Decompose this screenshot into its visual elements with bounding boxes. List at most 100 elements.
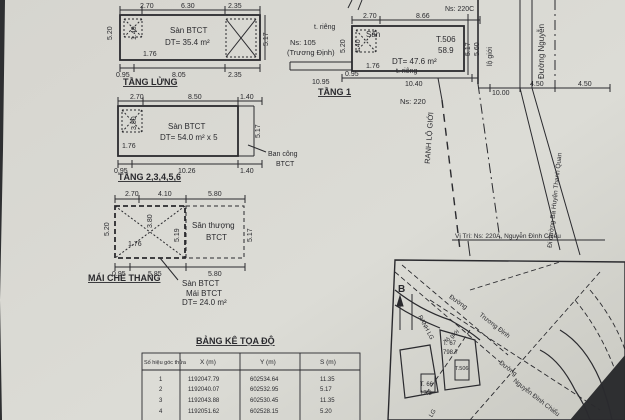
f1-lot-number: T.506	[436, 35, 456, 44]
f1-road-dim-2: 4.50	[530, 81, 544, 88]
table-row-4-y: 602528.15	[250, 409, 279, 415]
roof-dim-right-2: 5.17	[247, 228, 254, 242]
f1-street-label: Đường Nguyễn	[537, 24, 546, 79]
table-row-4-id: 4	[159, 409, 163, 415]
typ-room-area: DT= 54.0 m² x 5	[160, 133, 218, 142]
roof-dim-top-2: 4.10	[158, 191, 172, 198]
roof-dim-bottom-2: 5.85	[148, 271, 162, 278]
map-label-t66: T. 66	[420, 382, 434, 388]
mezz-dim-top-2: 6.30	[181, 3, 195, 10]
roof-dim-bottom-3: 5.80	[208, 271, 222, 278]
table-row-1-x: 1192047.79	[188, 377, 220, 383]
table-row-4-x: 1192051.62	[188, 409, 220, 415]
f1-dim-left-2: 1.40	[355, 39, 362, 53]
table-row-3-s: 11.35	[320, 398, 335, 404]
mezz-room-area: DT= 35.4 m²	[165, 38, 210, 47]
table-row-4-s: 5.20	[320, 409, 332, 415]
table-row-3-x: 1192043.88	[188, 398, 220, 404]
plan-roof	[114, 195, 246, 281]
f1-road-dim-1: 10.00	[492, 90, 510, 97]
table-title: BẢNG KÊ TỌA ĐỘ	[196, 335, 275, 346]
typ-dim-bottom-3: 1.40	[240, 168, 254, 175]
mezz-dim-right: 5.17	[263, 32, 270, 46]
coordinate-table-grid	[141, 352, 361, 420]
table-row-1-s: 11.35	[320, 377, 335, 383]
map-label-t67: T. 67	[443, 341, 457, 347]
plan-floor-1	[289, 0, 611, 256]
mezz-dim-left-2: 1.40	[131, 26, 138, 40]
f1-neighbor-bottom: Ns: 220	[400, 97, 426, 106]
map-label-lg: LG	[429, 408, 438, 418]
f1-dim-inner-1: 1.76	[366, 63, 380, 70]
roof-dim-bottom-1: 0.95	[112, 271, 126, 278]
mezz-room-name: Sàn BTCT	[170, 26, 207, 35]
f1-road-note: lộ giới	[487, 47, 494, 66]
roof-title: MÁI CHE THANG	[88, 273, 161, 283]
table-row-1-y: 602534.64	[250, 377, 279, 383]
roof-dim-left-2: 3.80	[147, 214, 154, 228]
roof-dim-inner: 1.76	[128, 241, 142, 248]
typ-dim-right: 5.17	[255, 124, 262, 138]
f1-neighbor-owner: (Trương Định)	[287, 48, 335, 57]
f1-dim-inner-2: 0.95	[345, 71, 359, 78]
table-row-2-x: 1192040.07	[188, 387, 220, 393]
roof-dim-top-3: 5.80	[208, 191, 222, 198]
table-header-s: S (m)	[320, 359, 336, 366]
f1-wall-top: t. riêng	[314, 24, 336, 31]
f1-dim-inner-4: 10.40	[405, 81, 423, 88]
table-header-corner: Số hiệu góc thửa	[144, 359, 187, 366]
table-header-x: X (m)	[200, 359, 216, 366]
f1-wall-bottom: t. riêng	[396, 68, 418, 75]
location-map	[387, 239, 625, 420]
typ-dim-inner: 1.76	[122, 143, 136, 150]
f1-boundary-label: RANH LỘ GIỚI	[423, 112, 436, 164]
typ-room-name: Sàn BTCT	[168, 122, 205, 131]
mezz-title: TẦNG LỬNG	[123, 76, 177, 87]
roof-stair-sub: Mái BTCT	[186, 289, 222, 298]
f1-dim-right-2: 5.60	[474, 42, 481, 56]
mezz-dim-top-1: 2.70	[140, 3, 154, 10]
typ-dim-top-2: 8.50	[188, 94, 202, 101]
roof-dim-right-1: 5.19	[174, 228, 181, 242]
typ-dim-bottom-1: 0.95	[114, 168, 128, 175]
typ-balcony: Ban công	[268, 151, 298, 158]
map-lot-code: 17.3	[420, 391, 432, 397]
table-row-1-id: 1	[159, 377, 163, 383]
typ-balcony-material: BTCT	[276, 161, 295, 168]
roof-stair-area: DT= 24.0 m²	[182, 298, 227, 307]
roof-dim-left-1: 5.20	[104, 222, 111, 236]
mezz-dim-inner: 1.76	[143, 51, 157, 58]
f1-dim-left-1: 5.20	[340, 39, 347, 53]
map-label-t506: T.506	[455, 366, 468, 372]
f1-area: DT= 47.6 m²	[392, 57, 437, 66]
map-label-b: B	[398, 284, 405, 295]
f1-road-dim-3: 4.50	[578, 81, 592, 88]
typ-dim-top-1: 2.70	[130, 94, 144, 101]
mezz-dim-bottom-3: 2.35	[228, 72, 242, 79]
mezz-dim-top-3: 2.35	[228, 3, 242, 10]
typ-dim-top-3: 1.40	[240, 94, 254, 101]
table-row-3-id: 3	[159, 398, 163, 404]
f1-dim-inner-3: 10.95	[312, 79, 330, 86]
f1-neighbor-top: Ns: 220C	[445, 6, 474, 13]
table-row-2-s: 5.17	[320, 387, 332, 393]
typ-dim-left: 3.80	[131, 116, 138, 130]
roof-dim-top-1: 2.70	[125, 191, 139, 198]
map-lot-area: 798.7	[443, 350, 459, 356]
roof-stair-name: Sàn BTCT	[182, 279, 219, 288]
f1-dim-top-2: 8.66	[416, 13, 430, 20]
f1-room-name: Sân	[366, 30, 380, 39]
f1-dim-top-1: 2.70	[363, 13, 377, 20]
roof-terrace-name: Sân thượng	[192, 221, 235, 230]
f1-title: TẦNG 1	[318, 87, 351, 97]
table-row-2-id: 2	[159, 387, 163, 393]
table-header-y: Y (m)	[260, 359, 276, 366]
f1-lot-area: 58.9	[438, 46, 454, 55]
mezz-dim-left-1: 5.20	[107, 26, 114, 40]
typ-dim-bottom-2: 10.26	[178, 168, 196, 175]
map-header: Vị Trí: Ns: 220A, Nguyễn Đình Chiểu	[455, 231, 561, 240]
plan-mezzanine	[119, 6, 266, 72]
mezz-dim-bottom-1: 0.95	[116, 72, 130, 79]
